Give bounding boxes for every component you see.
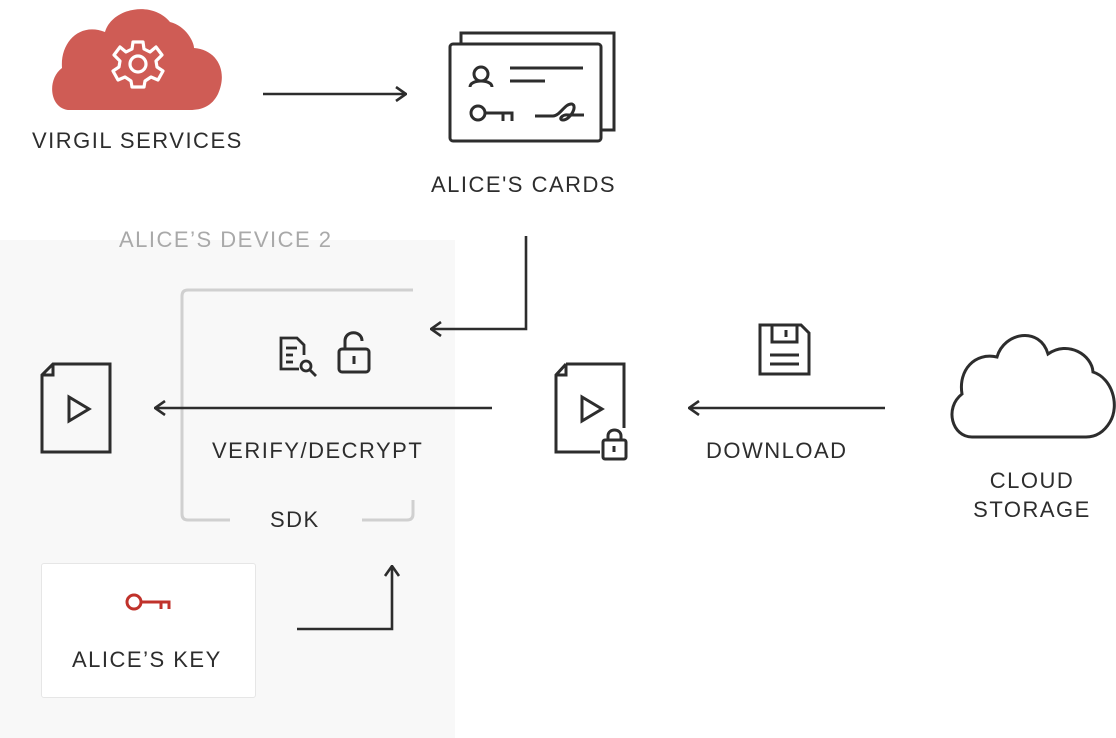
sdk-label: SDK [270, 507, 320, 532]
virgil-services-label: VIRGIL SERVICES [32, 128, 243, 153]
cloud-storage-label-line2: STORAGE [973, 497, 1091, 522]
cloud-gear-icon [52, 9, 222, 111]
alices-key-label: ALICE’S KEY [72, 647, 222, 672]
video-file-icon [40, 362, 112, 454]
cards-icon [448, 31, 616, 143]
arrow-key-to-sdk [297, 566, 392, 631]
arrow-cards-to-sdk [431, 236, 528, 329]
download-label: DOWNLOAD [706, 438, 848, 463]
alices-key-box [41, 563, 256, 698]
locked-video-file-icon [554, 362, 628, 461]
unlock-icon [337, 331, 371, 374]
key-icon [125, 593, 171, 611]
sdk-frame [180, 288, 415, 522]
document-search-icon [279, 336, 317, 377]
device-title: ALICE’S DEVICE 2 [119, 227, 333, 252]
verify-decrypt-label: VERIFY/DECRYPT [212, 438, 424, 463]
cloud-storage-label-line1: CLOUD [989, 468, 1075, 493]
floppy-disk-icon [758, 323, 811, 376]
cloud-icon [950, 334, 1116, 439]
alices-cards-label: ALICE'S CARDS [431, 172, 617, 197]
